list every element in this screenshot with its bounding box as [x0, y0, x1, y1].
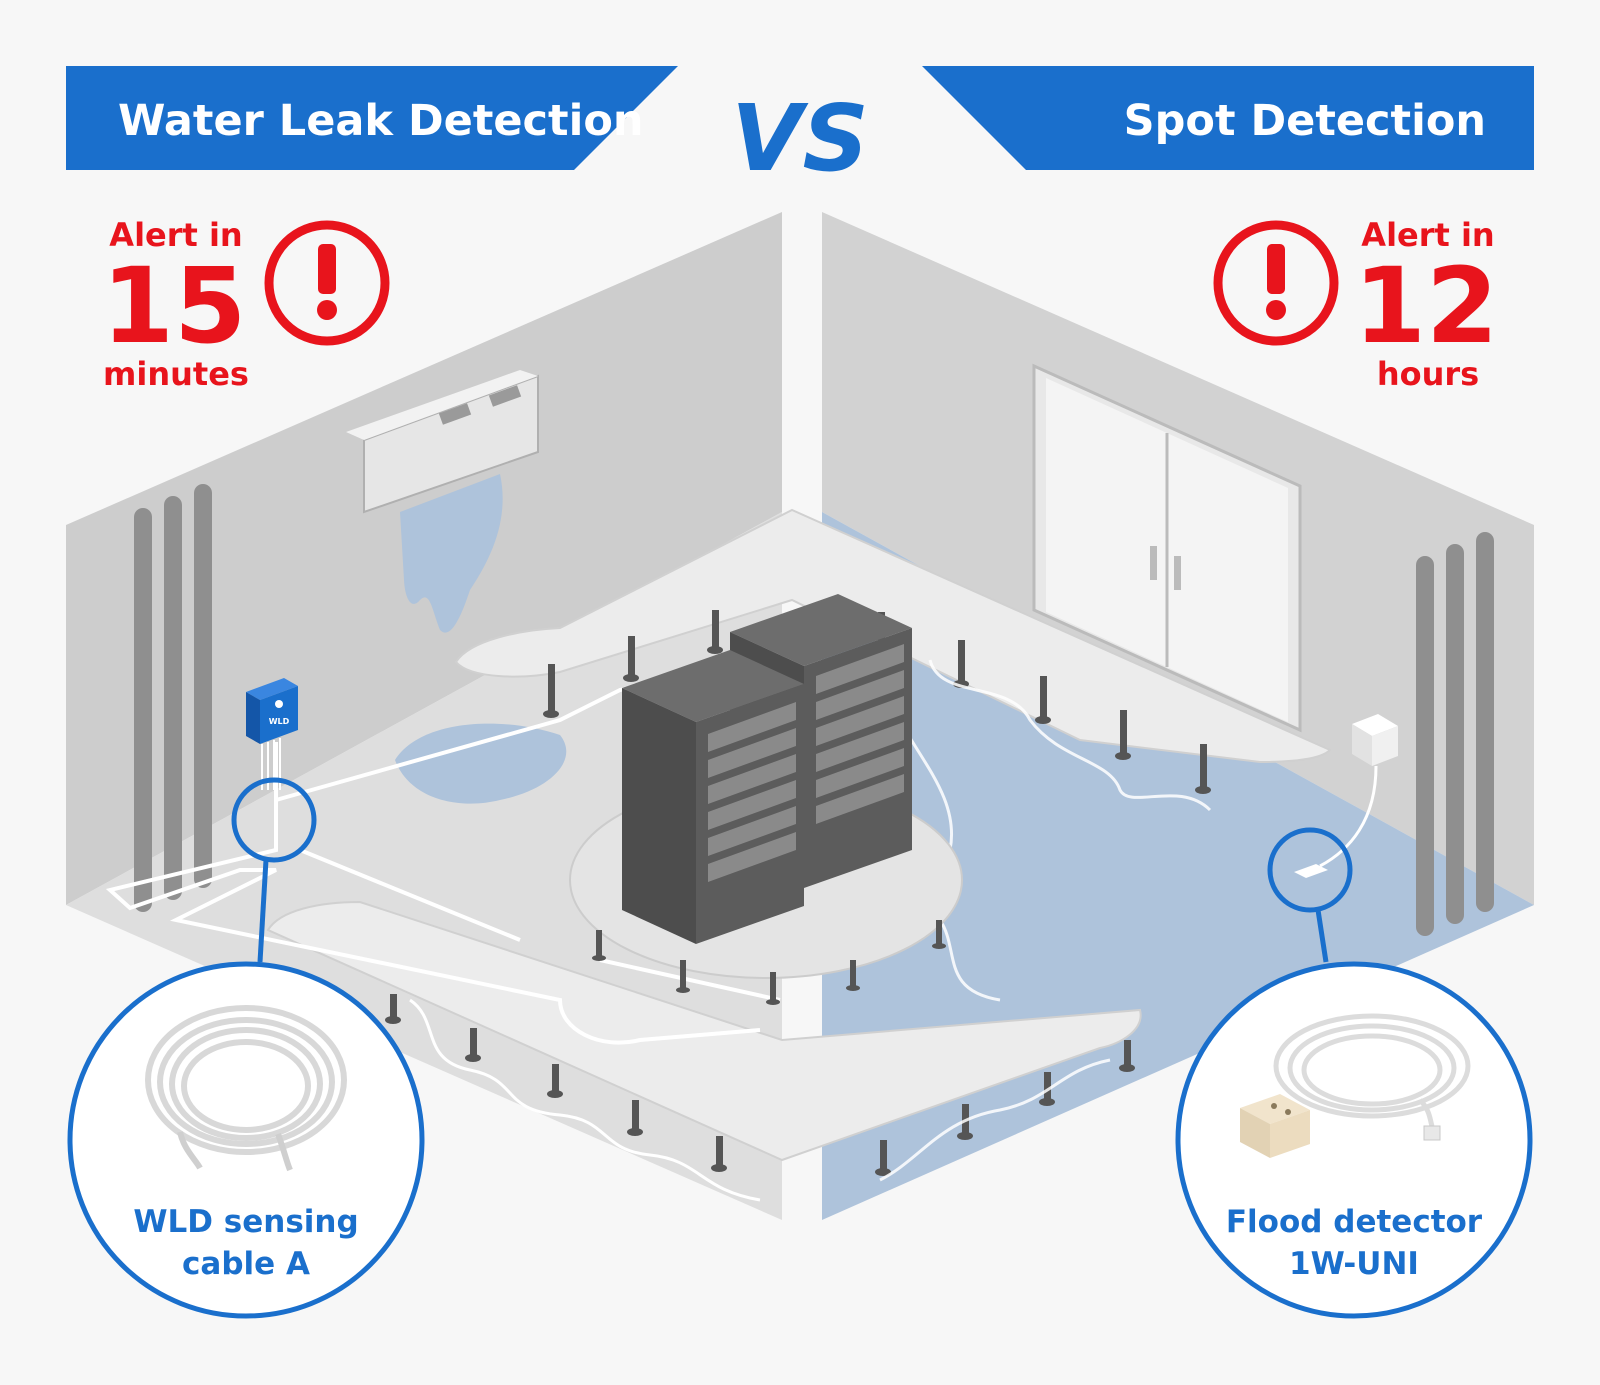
left-puddle	[395, 723, 567, 804]
right-product-circle	[1175, 961, 1533, 1319]
right-callout: Flood detector 1W-UNI	[1175, 827, 1533, 1319]
left-product-line2: cable A	[182, 1246, 310, 1282]
right-banner	[922, 66, 1534, 170]
left-banner	[66, 66, 678, 170]
door	[1032, 363, 1302, 733]
right-banner-title: Spot Detection	[1124, 96, 1486, 146]
server-rack-front	[622, 650, 804, 944]
right-floor-cable	[879, 659, 1212, 1182]
left-alert-unit: minutes	[103, 355, 249, 393]
right-alert-prefix: Alert in	[1361, 216, 1494, 254]
exclamation-circle-icon	[264, 220, 390, 346]
left-product-line1: WLD sensing	[133, 1204, 358, 1240]
right-alert-unit: hours	[1377, 355, 1479, 393]
left-callout: WLD sensing cable A	[67, 777, 425, 1319]
pipes-right	[1416, 532, 1494, 936]
right-product-line1: Flood detector	[1226, 1204, 1483, 1240]
pipes-left	[134, 484, 212, 912]
vs-label: VS	[731, 85, 868, 192]
right-alert: Alert in 12 hours	[1213, 216, 1499, 393]
exclamation-circle-icon	[1213, 220, 1339, 346]
flood-detector-image	[1240, 1013, 1471, 1158]
room-illustration: WLD	[66, 212, 1534, 1222]
left-alert-prefix: Alert in	[109, 216, 242, 254]
platform-legs	[385, 610, 1211, 1176]
raised-floor-front	[266, 900, 1142, 1162]
wld-device-label: WLD	[269, 717, 290, 726]
right-product-line2: 1W-UNI	[1289, 1246, 1419, 1282]
wld-controller-device: WLD	[246, 678, 298, 790]
left-banner-title: Water Leak Detection	[118, 96, 643, 146]
leak-stream	[400, 474, 503, 633]
sensing-cable-wavy	[409, 998, 761, 1202]
sensing-cable-coil-image	[145, 1005, 347, 1172]
left-alert: Alert in 15 minutes	[102, 216, 390, 393]
header: Water Leak Detection Spot Detection VS	[66, 66, 1534, 192]
spot-detector-wall-unit	[1294, 714, 1398, 878]
sensing-cable-path	[105, 650, 781, 1045]
left-alert-value: 15	[102, 245, 247, 367]
air-conditioner	[346, 370, 539, 633]
right-alert-value: 12	[1354, 245, 1499, 367]
rack-platform-legs	[592, 920, 946, 1005]
